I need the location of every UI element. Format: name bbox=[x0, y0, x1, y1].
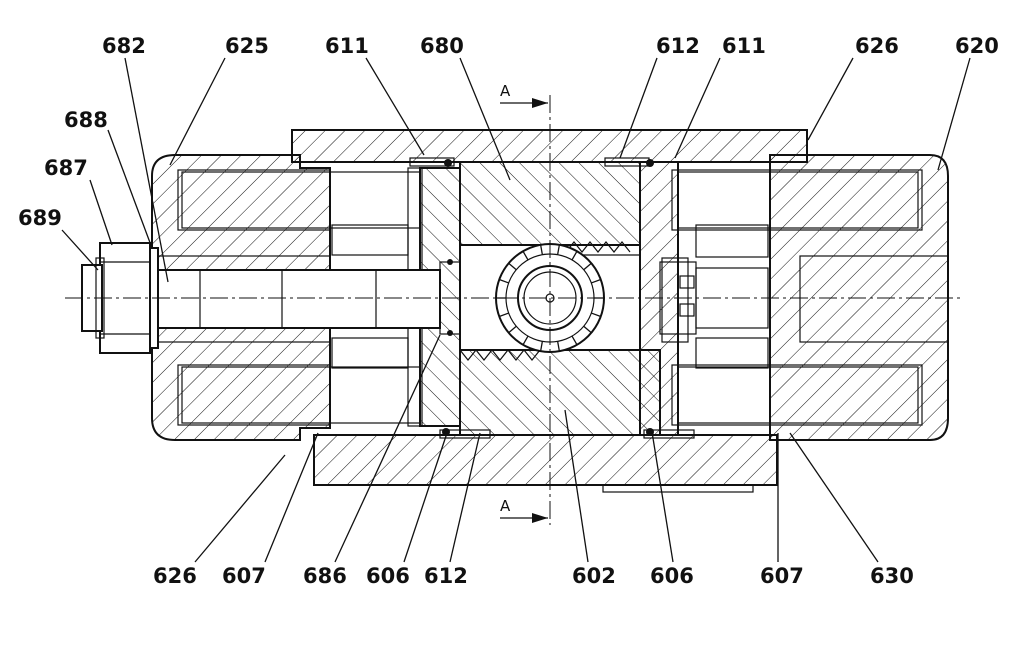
callout-612-top: 612 bbox=[656, 34, 700, 58]
section-mark-bottom: A bbox=[500, 497, 548, 523]
callout-682: 682 bbox=[102, 34, 146, 58]
gear-tooth bbox=[539, 244, 543, 255]
callout-680: 680 bbox=[420, 34, 464, 58]
callout-606-right: 606 bbox=[650, 564, 694, 588]
callout-687: 687 bbox=[44, 156, 88, 180]
callout-611-right: 611 bbox=[722, 34, 766, 58]
gear-tooth bbox=[522, 250, 529, 261]
callout-612-bottom: 612 bbox=[424, 564, 468, 588]
callout-630: 630 bbox=[870, 564, 914, 588]
gear-tooth bbox=[557, 244, 561, 255]
section-mark-top: A bbox=[500, 82, 548, 108]
gear-tooth bbox=[583, 262, 592, 271]
gear-tooth bbox=[499, 312, 509, 318]
callout-626-top: 626 bbox=[855, 34, 899, 58]
gear-tooth bbox=[583, 325, 592, 334]
gear-tooth bbox=[571, 250, 578, 261]
gear-tooth bbox=[499, 278, 509, 284]
callout-labels: 682 625 611 680 612 611 626 620 688 687 … bbox=[18, 34, 999, 588]
callout-626-bottom: 626 bbox=[153, 564, 197, 588]
callout-611-left: 611 bbox=[325, 34, 369, 58]
callout-620: 620 bbox=[955, 34, 999, 58]
gear-tooth bbox=[571, 335, 578, 346]
gear-tooth bbox=[539, 341, 543, 352]
callout-688: 688 bbox=[64, 108, 108, 132]
callout-625: 625 bbox=[225, 34, 269, 58]
gear-tooth bbox=[591, 312, 601, 318]
section-label-bottom: A bbox=[500, 497, 511, 515]
gear-tooth bbox=[591, 278, 601, 284]
outer-springs bbox=[181, 171, 919, 424]
leader-lines bbox=[61, 57, 971, 563]
callout-686: 686 bbox=[303, 564, 347, 588]
seals bbox=[409, 157, 695, 439]
gear-tooth bbox=[508, 325, 517, 334]
gear-tooth bbox=[522, 335, 529, 346]
rack-602 bbox=[459, 349, 661, 436]
callout-606-left: 606 bbox=[366, 564, 410, 588]
callout-689: 689 bbox=[18, 206, 62, 230]
gear-tooth bbox=[557, 341, 561, 352]
section-label-top: A bbox=[500, 82, 511, 100]
callout-602: 602 bbox=[572, 564, 616, 588]
callout-607-right: 607 bbox=[760, 564, 804, 588]
right-piston bbox=[639, 161, 689, 436]
gear-tooth bbox=[508, 262, 517, 271]
callout-607-left: 607 bbox=[222, 564, 266, 588]
centerlines bbox=[65, 95, 962, 525]
